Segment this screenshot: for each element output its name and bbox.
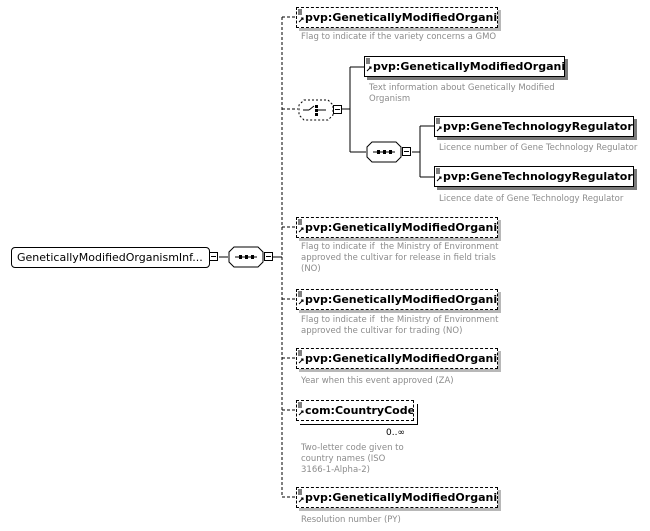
node-label: com:CountryCode	[305, 404, 414, 417]
choice-collapse-toggle[interactable]	[333, 105, 342, 114]
gmo-text-info-element[interactable]: pvp:GeneticallyModifiedOrganis...	[364, 56, 565, 77]
country-code-element[interactable]: com:CountryCode	[296, 400, 414, 421]
multiplicity-label: 0..∞	[386, 428, 405, 438]
node-label: pvp:GeneticallyModifiedOrganis...	[373, 60, 565, 73]
element-ref-icon	[436, 118, 442, 132]
inner-sequence-compositor-icon	[366, 141, 402, 163]
element-ref-icon	[436, 168, 442, 182]
gmo-event-year-element[interactable]: pvp:GeneticallyModifiedOrganis...	[296, 348, 498, 369]
root-collapse-toggle[interactable]	[209, 252, 218, 261]
gmo-trading-element[interactable]: pvp:GeneticallyModifiedOrganis...	[296, 289, 498, 310]
node-description: Flag to indicate if the variety concerns…	[301, 32, 497, 42]
node-label: pvp:GeneTechnologyRegulatorL...	[443, 170, 634, 183]
node-description: Two-letter code given to country names (…	[301, 443, 404, 475]
node-description: Year when this event approved (ZA)	[301, 376, 454, 386]
element-ref-icon	[298, 350, 304, 364]
root-element-node[interactable]: GeneticallyModifiedOrganismInf...	[11, 247, 210, 268]
node-description: Text information about Genetically Modif…	[369, 83, 555, 104]
node-label: pvp:GeneticallyModifiedOrganis...	[305, 352, 498, 365]
sequence-collapse-toggle[interactable]	[264, 252, 273, 261]
node-description: Licence date of Gene Technology Regulato…	[439, 194, 624, 204]
inner-sequence-collapse-toggle[interactable]	[402, 147, 411, 156]
element-ref-icon	[298, 9, 304, 23]
element-ref-icon	[366, 58, 372, 72]
element-ref-icon	[298, 219, 304, 233]
gmo-resolution-number-element[interactable]: pvp:GeneticallyModifiedOrganis...	[296, 487, 498, 508]
element-ref-icon	[298, 489, 304, 503]
node-description: Flag to indicate if the Ministry of Envi…	[301, 315, 499, 336]
node-label: pvp:GeneticallyModifiedOrganis...	[305, 491, 498, 504]
node-label: pvp:GeneTechnologyRegulatorL...	[443, 120, 634, 133]
gmo-flag-element[interactable]: pvp:GeneticallyModifiedOrganis...	[296, 7, 498, 28]
sequence-compositor-icon	[228, 246, 264, 268]
element-ref-icon	[298, 291, 304, 305]
gmo-field-trials-element[interactable]: pvp:GeneticallyModifiedOrganis...	[296, 217, 498, 238]
node-label: pvp:GeneticallyModifiedOrganis...	[305, 221, 498, 234]
node-description: Resolution number (PY)	[301, 515, 401, 525]
node-label: pvp:GeneticallyModifiedOrganis...	[305, 11, 498, 24]
choice-compositor-icon	[298, 99, 334, 121]
node-description: Flag to indicate if the Ministry of Envi…	[301, 242, 499, 274]
root-element-label: GeneticallyModifiedOrganismInf...	[17, 251, 203, 264]
gene-tech-licence-number-element[interactable]: pvp:GeneTechnologyRegulatorL...	[434, 116, 634, 137]
node-label: pvp:GeneticallyModifiedOrganis...	[305, 293, 498, 306]
node-description: Licence number of Gene Technology Regula…	[439, 143, 638, 153]
element-ref-icon	[298, 402, 304, 416]
gene-tech-licence-date-element[interactable]: pvp:GeneTechnologyRegulatorL...	[434, 166, 634, 187]
